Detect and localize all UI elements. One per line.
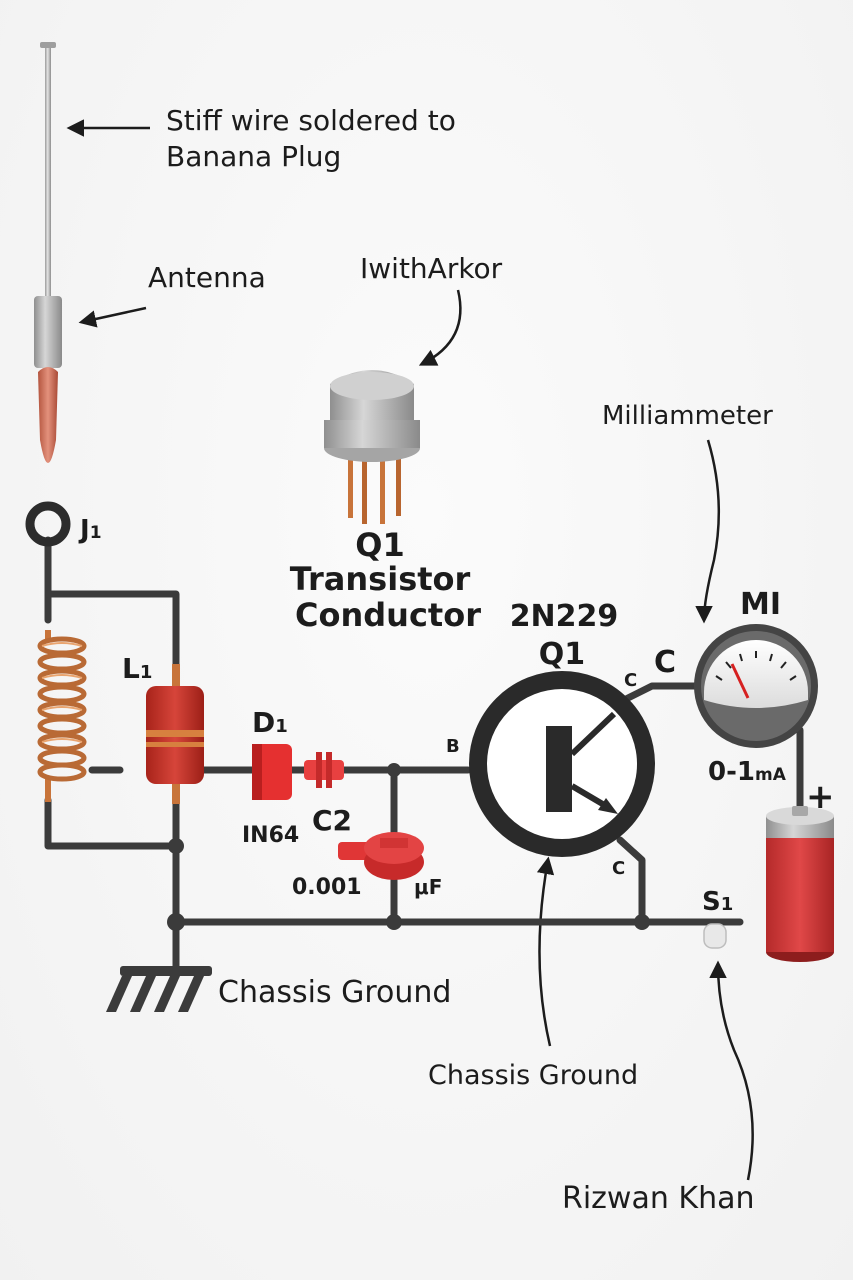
transistor-q1-symbol: [469, 671, 655, 857]
emitter-pin-label: C: [612, 858, 625, 879]
transistor-note-label: IwithArkor: [360, 252, 503, 285]
wire-emitter: [616, 836, 646, 926]
wire-label-line2: Banana Plug: [166, 140, 341, 173]
banana-plug: [38, 367, 58, 463]
meter-range-unit: mA: [755, 765, 787, 785]
wire-tip: [40, 42, 56, 48]
cap-ref-label: C2: [312, 804, 352, 837]
battery: [766, 806, 834, 962]
wire-label-line1: Stiff wire soldered to: [166, 104, 456, 137]
wire-top-bus: [44, 590, 180, 694]
battery-plus-label: +: [806, 777, 835, 817]
chassis-ground-bottom-label: Chassis Ground: [428, 1060, 638, 1091]
switch-ref: S: [702, 887, 721, 917]
transistor-can: [324, 370, 420, 524]
author-label: Rizwan Khan: [562, 1181, 754, 1216]
q1-main-label: Q1: [539, 637, 585, 672]
q1-label-top: Q1: [355, 526, 404, 564]
meter-range-label: 0-1mA: [708, 757, 787, 787]
switch-s1: [703, 923, 727, 949]
switch-ref-label: S1: [702, 887, 733, 917]
junction-dots: [167, 763, 650, 931]
collector-pin-big-label: C: [654, 645, 676, 680]
jack-ref: J: [78, 515, 90, 545]
ground-arrow: [536, 856, 555, 1047]
milliammeter-label: Milliammeter: [602, 401, 773, 431]
stiff-wire: [45, 44, 51, 302]
wire-bottom-left: [44, 796, 180, 850]
transistor-note-arrow: [418, 289, 462, 366]
antenna-assembly: [34, 42, 62, 463]
meter-range-main: 0-1: [708, 757, 755, 787]
jack-j1: [25, 501, 71, 547]
diode-part-label: IN64: [242, 823, 299, 848]
chassis-ground-symbol: [106, 966, 212, 1012]
capacitor-c2: [338, 832, 424, 880]
author-arrow: [709, 960, 754, 1181]
milliammeter-arrow: [695, 439, 721, 624]
jack-sub: 1: [90, 523, 102, 543]
conductor-label: Conductor: [295, 596, 481, 634]
diode-ref-label: D1: [252, 706, 288, 739]
diode-ref: D: [252, 706, 275, 739]
milliammeter: [694, 624, 818, 748]
cap-unit-label: μF: [414, 875, 442, 899]
chassis-ground-left-label: Chassis Ground: [218, 975, 451, 1010]
antenna-label: Antenna: [148, 261, 266, 294]
capacitor-inline: [304, 752, 344, 788]
coil-ref-label: L1: [122, 652, 152, 685]
diode-d1: [252, 744, 292, 800]
banana-plug-body: [34, 296, 62, 368]
diode-sub: 1: [275, 716, 288, 737]
collector-pin-small-label: C: [624, 670, 637, 691]
transistor-label: Transistor: [290, 560, 471, 598]
coil-sub: 1: [140, 662, 153, 683]
cap-value-label: 0.001: [292, 875, 362, 900]
meter-ref-label: MI: [740, 587, 781, 622]
switch-sub: 1: [721, 894, 734, 915]
antenna-coil: [37, 630, 87, 802]
jack-ref-label: J1: [78, 515, 102, 545]
coil-l1: [146, 664, 204, 804]
antenna-arrow: [78, 306, 147, 328]
base-pin-label: B: [446, 736, 460, 757]
part-number-label: 2N229: [510, 599, 619, 634]
coil-ref: L: [122, 652, 140, 685]
